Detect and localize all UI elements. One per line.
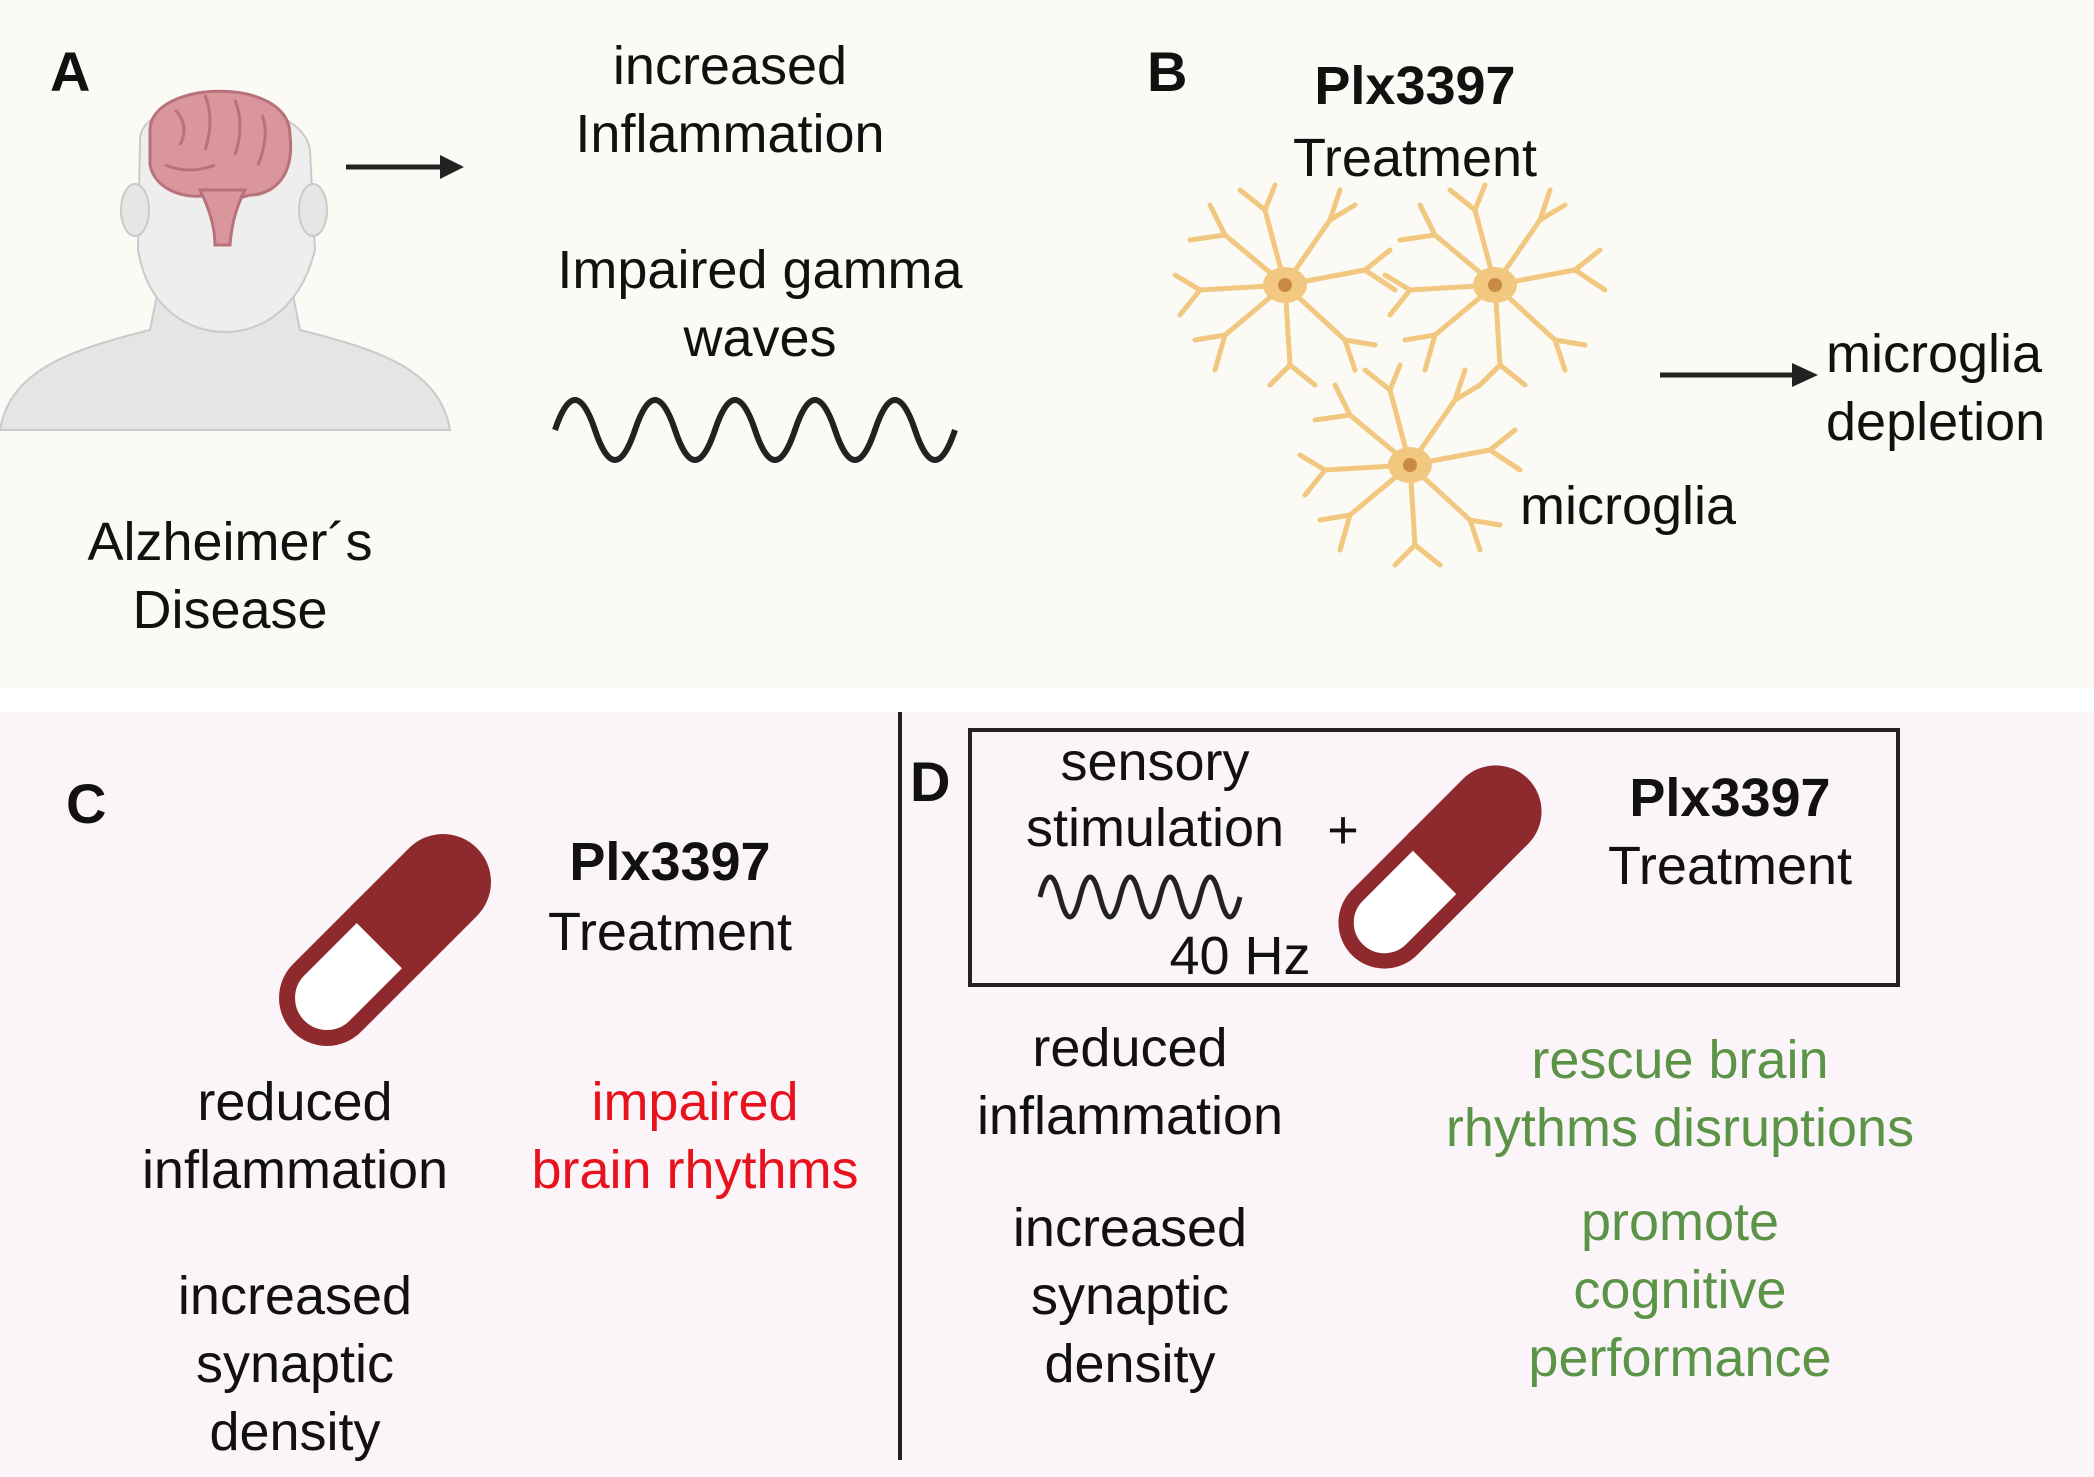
panel-c-effect1-line1: reduced [197, 1072, 393, 1132]
panel-d-effect4-line3: performance [1528, 1328, 1832, 1388]
disease-text-line2: Disease [132, 580, 328, 640]
panel-c-treatment: Treatment [547, 902, 793, 962]
frequency-label: 40 Hz [1169, 926, 1311, 986]
head-brain-icon [0, 89, 452, 431]
pill-icon [279, 834, 491, 1046]
microglia-label: microglia [1520, 476, 1737, 536]
panel-d-effect3-line3: density [1044, 1334, 1216, 1394]
panel-a-letter: A [50, 40, 91, 103]
panel-b-treatment: Treatment [1292, 128, 1538, 188]
disease-text-line1: Alzheimer´s [87, 512, 373, 572]
panel-divider [898, 712, 902, 1460]
panel-c-effect3-line3: density [209, 1402, 381, 1462]
depletion-text-line2: depletion [1826, 392, 2046, 452]
panel-d-effect2-line1: rescue brain [1531, 1030, 1829, 1090]
stimulation-text-line2: stimulation [1025, 798, 1285, 858]
inflammation-text-line1: increased [612, 36, 848, 96]
plus-sign: + [1327, 800, 1359, 860]
gamma-waves-text-line1: Impaired gamma [557, 240, 963, 300]
panel-c-letter: C [66, 772, 107, 835]
pill-icon [1338, 765, 1542, 969]
panel-d-effect4-line2: cognitive [1573, 1260, 1787, 1320]
panel-c-d-background [0, 712, 2094, 1477]
panel-b-letter: B [1147, 40, 1188, 103]
panel-d-treatment: Treatment [1607, 836, 1853, 896]
panel-d-letter: D [910, 750, 951, 813]
gamma-wave-icon [552, 397, 958, 463]
depletion-text-line1: microglia [1826, 324, 2043, 384]
panel-c-effect1-line2: inflammation [141, 1140, 449, 1200]
gamma-wave-icon [1037, 874, 1243, 920]
panel-c-effect2-line1: impaired [591, 1072, 799, 1132]
panel-b-drug: Plx3397 [1314, 56, 1516, 116]
panel-d-effect2-line2: rhythms disruptions [1445, 1098, 1915, 1158]
panel-d-effect4-line1: promote [1580, 1192, 1780, 1252]
panel-d-effect3-line1: increased [1012, 1198, 1248, 1258]
gamma-waves-text-line2: waves [683, 308, 837, 368]
inflammation-text-line2: Inflammation [575, 104, 885, 164]
panel-c-effect2-line2: brain rhythms [531, 1140, 859, 1200]
panel-d-drug: Plx3397 [1629, 768, 1831, 828]
arrow-right-icon [346, 155, 464, 179]
combined-treatment-box [968, 728, 1900, 987]
panel-c-effect3-line1: increased [177, 1266, 413, 1326]
panel-c-effect3-line2: synaptic [195, 1334, 395, 1394]
panel-d-effect1-line2: inflammation [976, 1086, 1284, 1146]
panel-d-effect3-line2: synaptic [1030, 1266, 1230, 1326]
arrow-right-icon [1660, 363, 1818, 387]
panel-d-effect1-line1: reduced [1032, 1018, 1228, 1078]
panel-c-drug: Plx3397 [569, 832, 771, 892]
stimulation-text-line1: sensory [1060, 732, 1250, 792]
